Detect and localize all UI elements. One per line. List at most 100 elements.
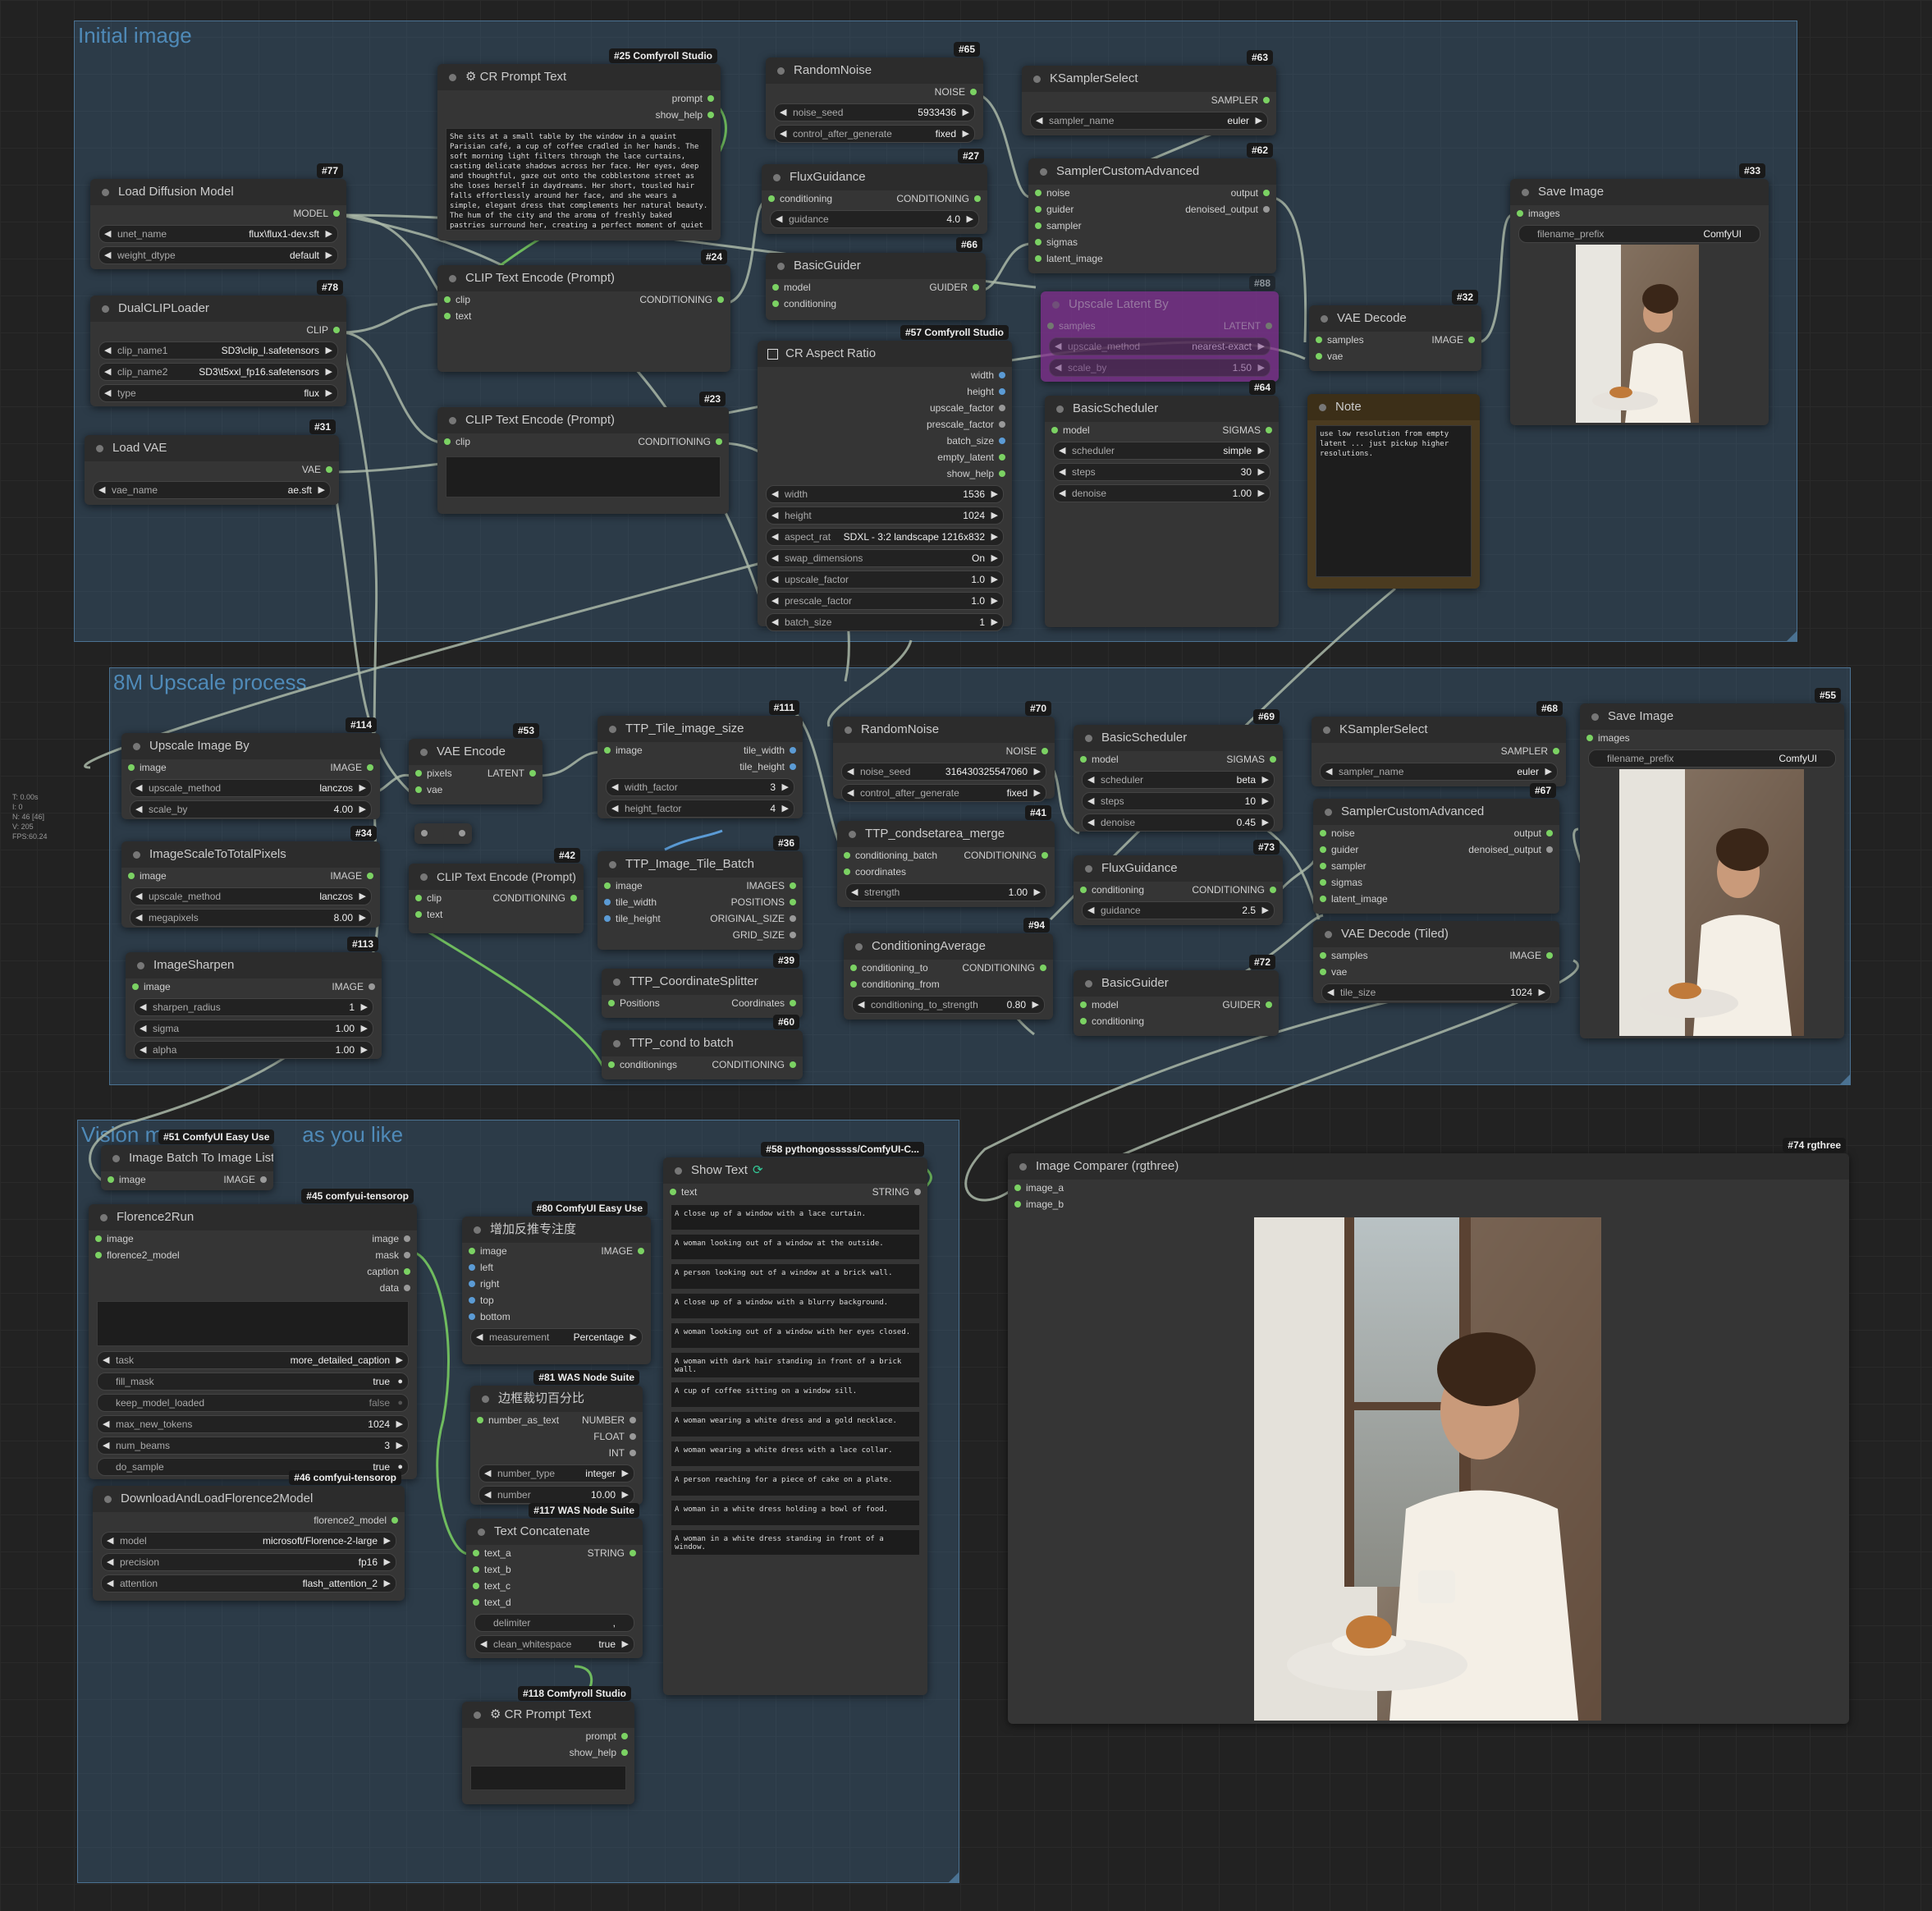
input-port[interactable] — [128, 764, 135, 771]
node-show-text[interactable]: #58 pythongosssss/ComfyUI-C... Show Text… — [663, 1142, 927, 1695]
widget-delimiter[interactable]: delimiter, — [474, 1614, 634, 1632]
input-port[interactable] — [1035, 222, 1042, 229]
output-port[interactable] — [570, 895, 577, 901]
prompt-textarea[interactable] — [97, 1301, 409, 1346]
input-port[interactable] — [1080, 887, 1087, 893]
collapse-dot[interactable] — [1085, 865, 1092, 873]
output-port[interactable] — [1546, 830, 1553, 836]
output-port[interactable] — [999, 388, 1005, 395]
collapse-dot[interactable] — [1522, 189, 1529, 196]
output-port[interactable] — [1040, 965, 1046, 971]
output-port[interactable] — [260, 1176, 267, 1183]
reroute-node[interactable] — [414, 823, 472, 844]
node-download-load-florence2[interactable]: #46 comfyui-tensorop DownloadAndLoadFlor… — [93, 1470, 405, 1601]
collapse-dot[interactable] — [133, 851, 140, 859]
collapse-dot[interactable] — [1040, 168, 1047, 176]
output-port[interactable] — [404, 1268, 410, 1275]
input-port[interactable] — [1035, 255, 1042, 262]
output-port[interactable] — [790, 899, 796, 905]
input-port[interactable] — [844, 852, 850, 859]
collapse-dot[interactable] — [1085, 735, 1092, 742]
group-resize-handle[interactable] — [1840, 1075, 1850, 1084]
output-port[interactable] — [790, 1000, 796, 1006]
node-border-crop-percent[interactable]: #81 WAS Node Suite 边框裁切百分比 number_as_tex… — [470, 1370, 643, 1505]
input-port[interactable] — [768, 195, 775, 202]
input-port[interactable] — [473, 1583, 479, 1589]
output-port[interactable] — [716, 438, 722, 445]
collapse-dot[interactable] — [1019, 1163, 1027, 1171]
output-port[interactable] — [790, 747, 796, 754]
output-port[interactable] — [333, 327, 340, 333]
input-port[interactable] — [1035, 239, 1042, 245]
collapse-dot[interactable] — [137, 962, 144, 969]
output-port[interactable] — [790, 882, 796, 889]
output-port[interactable] — [621, 1749, 628, 1756]
output-port[interactable] — [529, 770, 536, 777]
input-port[interactable] — [469, 1264, 475, 1271]
output-port[interactable] — [1263, 190, 1270, 196]
collapse-dot[interactable] — [102, 189, 109, 196]
output-port[interactable] — [790, 915, 796, 922]
output-port[interactable] — [630, 1550, 636, 1556]
collapse-dot[interactable] — [102, 305, 109, 313]
output-port[interactable] — [999, 421, 1005, 428]
input-port[interactable] — [469, 1297, 475, 1304]
collapse-dot[interactable] — [96, 445, 103, 452]
output-port[interactable] — [369, 983, 375, 990]
input-port[interactable] — [1320, 879, 1326, 886]
output-port[interactable] — [974, 195, 981, 202]
reroute-out-dot[interactable] — [459, 830, 465, 836]
output-port[interactable] — [1270, 887, 1276, 893]
prompt-textarea[interactable] — [446, 456, 721, 497]
collapse-dot[interactable] — [1325, 809, 1332, 816]
collapse-dot[interactable] — [849, 831, 856, 838]
reroute-in-dot[interactable] — [421, 830, 428, 836]
output-port[interactable] — [973, 284, 979, 291]
input-port[interactable] — [469, 1281, 475, 1287]
note-textarea[interactable]: use low resolution from empty latent ...… — [1316, 425, 1472, 577]
output-port[interactable] — [367, 764, 373, 771]
collapse-dot[interactable] — [1323, 726, 1330, 734]
collapse-dot[interactable] — [1085, 980, 1092, 988]
node-image-batch-to-image-list[interactable]: #51 ComfyUI Easy Use Image Batch To Imag… — [101, 1130, 275, 1190]
collapse-dot[interactable] — [613, 1040, 620, 1047]
output-port[interactable] — [404, 1252, 410, 1258]
collapse-dot[interactable] — [478, 1528, 485, 1536]
output-port-prompt[interactable] — [707, 95, 714, 102]
input-port[interactable] — [670, 1189, 676, 1195]
output-port[interactable] — [630, 1417, 636, 1423]
output-port[interactable] — [1553, 748, 1559, 754]
